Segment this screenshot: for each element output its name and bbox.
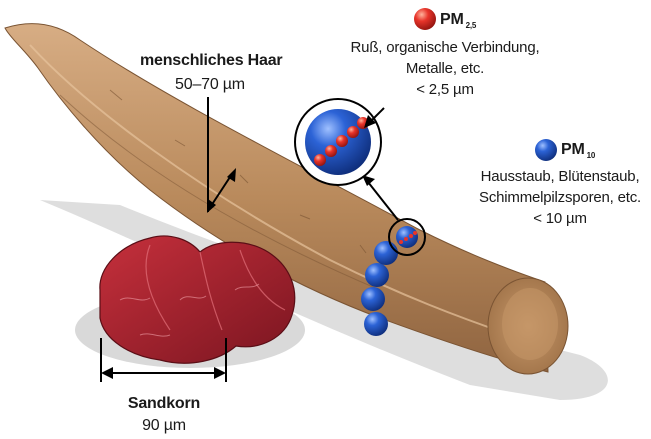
pm25-line-1: Ruß, organische Verbindung, <box>330 37 560 58</box>
sand-size: 90 µm <box>104 416 224 436</box>
pm25-description: Ruß, organische Verbindung, Metalle, etc… <box>330 37 560 100</box>
pm10-line-2: Schimmelpilzsporen, etc. <box>470 187 650 208</box>
pm10-description: Hausstaub, Blütenstaub, Schimmelpilzspor… <box>470 166 650 229</box>
pm25-legend-dot <box>414 8 436 30</box>
pm-zoom-circle <box>295 99 381 185</box>
pm25-line-3: < 2,5 µm <box>330 79 560 100</box>
pm10-line-3: < 10 µm <box>470 208 650 229</box>
hair-title: menschliches Haar <box>140 51 280 71</box>
hair-size: 50–70 µm <box>140 75 280 95</box>
pm25-line-2: Metalle, etc. <box>330 58 560 79</box>
sand-title: Sandkorn <box>104 394 224 414</box>
pm10-line-1: Hausstaub, Blütenstaub, <box>470 166 650 187</box>
pm10-legend-dot <box>535 139 557 161</box>
